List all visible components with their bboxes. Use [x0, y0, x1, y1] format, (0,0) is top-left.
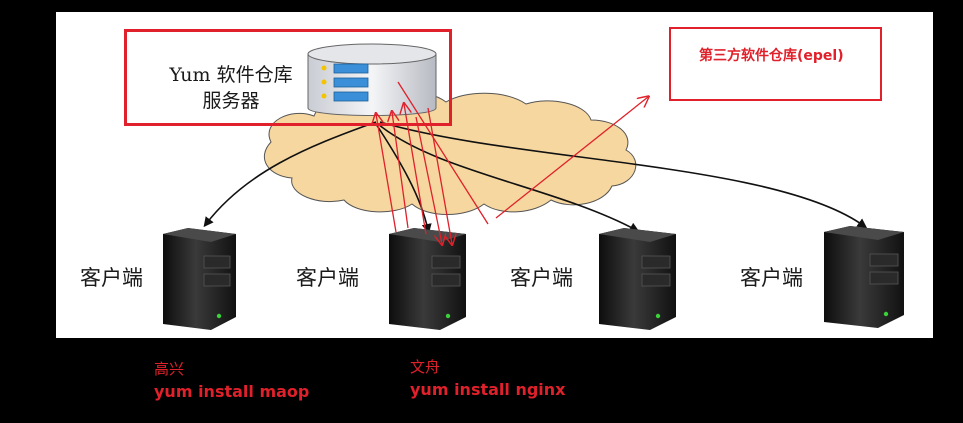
note-gaoxing: 高兴 yum install maop: [154, 358, 309, 404]
note-user: 文舟: [410, 358, 441, 376]
third-party-repo-label: 第三方软件仓库(epel): [699, 48, 844, 64]
third-party-repo-box: 第三方软件仓库(epel): [669, 27, 882, 101]
note-wenzhou: 文舟 yum install nginx: [410, 356, 565, 402]
network-diagram: [163, 43, 904, 330]
yum-server-label-line2: 服务器: [202, 90, 260, 112]
diagram-canvas: Yum 软件仓库 服务器 第三方软件仓库(epel) 客户端 客户端 客户端 客…: [56, 12, 933, 338]
server-highlight-box: [124, 29, 452, 126]
client-server-icon: [824, 226, 904, 328]
note-command: yum install maop: [154, 382, 310, 401]
yum-server-label: Yum 软件仓库 服务器: [156, 62, 306, 114]
client-label: 客户端: [510, 266, 573, 290]
client-label: 客户端: [80, 266, 143, 290]
note-user: 高兴: [154, 360, 185, 378]
yum-server-label-line1: Yum 软件仓库: [169, 64, 293, 86]
yum-server-icon: [307, 43, 437, 116]
client-label: 客户端: [740, 266, 803, 290]
note-command: yum install nginx: [410, 380, 566, 399]
client-server-icon: [163, 228, 236, 330]
client-server-icon: [389, 228, 466, 330]
client-label: 客户端: [296, 266, 359, 290]
network-links: [203, 121, 868, 234]
client-server-icon: [599, 228, 676, 330]
annotation-arrows: [376, 81, 648, 244]
